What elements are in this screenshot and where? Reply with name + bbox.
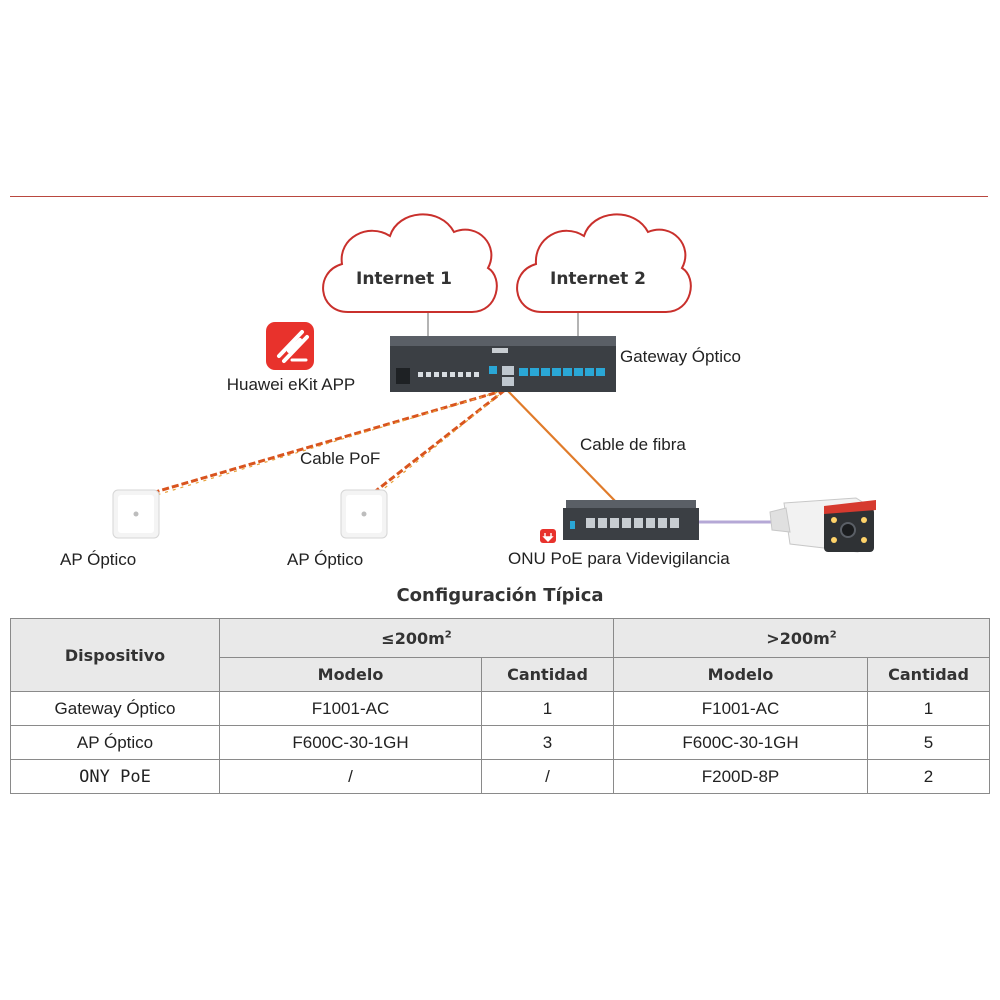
cell-qty-small: 1 xyxy=(480,691,615,726)
power-plug-icon xyxy=(540,529,556,543)
cloud-internet-2-label: Internet 2 xyxy=(550,269,646,289)
ap-mid-label: AP Óptico xyxy=(287,550,363,569)
subheader-model-small: Modelo xyxy=(219,657,482,692)
pof-cable-mid-inner xyxy=(369,389,506,501)
cloud-internet-1-label: Internet 1 xyxy=(356,269,452,289)
cell-qty-large: 5 xyxy=(867,725,991,760)
ap-left-label: AP Óptico xyxy=(60,550,136,569)
header-group-large-base: >200m xyxy=(766,628,830,648)
cloud-internet-2: Internet 2 xyxy=(516,213,692,313)
header-group-small: ≤200m2 xyxy=(218,618,615,658)
header-group-large: >200m2 xyxy=(613,618,991,658)
subheader-model-large: Modelo xyxy=(613,657,869,692)
ap-mid-device xyxy=(340,489,388,539)
cell-model-small: F1001-AC xyxy=(219,691,482,726)
pof-cable-left xyxy=(137,388,506,499)
pof-cable-mid xyxy=(367,388,506,499)
gateway-label: Gateway Óptico xyxy=(620,347,741,366)
config-table: Dispositivo ≤200m2 >200m2 Modelo Cantida… xyxy=(10,618,991,794)
ekit-app-icon xyxy=(266,322,314,370)
cell-device: Gateway Óptico xyxy=(10,691,220,726)
app-label: Huawei eKit APP xyxy=(227,375,356,394)
header-device: Dispositivo xyxy=(10,618,220,692)
gateway-device xyxy=(390,336,616,392)
onu-label: ONU PoE para Videvigilancia xyxy=(508,549,730,568)
cell-device: AP Óptico xyxy=(10,725,220,760)
header-group-large-sup: 2 xyxy=(829,629,837,641)
cell-model-large: F600C-30-1GH xyxy=(613,725,869,760)
bullet-camera xyxy=(769,497,876,553)
cell-qty-large: 1 xyxy=(867,691,991,726)
header-group-small-sup: 2 xyxy=(444,629,452,641)
table-row: ONY PoE / / F200D-8P 2 xyxy=(10,759,991,794)
pof-cable-left-inner xyxy=(139,389,506,501)
cell-qty-large: 2 xyxy=(867,759,991,794)
subheader-qty-large: Cantidad xyxy=(867,657,991,692)
pof-cable-label: Cable PoF xyxy=(300,449,380,468)
onu-device xyxy=(563,500,699,540)
table-row: Gateway Óptico F1001-AC 1 F1001-AC 1 xyxy=(10,691,991,726)
fiber-cable xyxy=(506,389,619,505)
fiber-cable-label: Cable de fibra xyxy=(580,435,686,454)
cell-model-small: F600C-30-1GH xyxy=(219,725,482,760)
table-header-row: Dispositivo ≤200m2 >200m2 xyxy=(10,618,991,692)
config-title: Configuración Típica xyxy=(396,585,604,606)
header-group-small-base: ≤200m xyxy=(381,628,445,648)
ap-left-device xyxy=(112,489,160,539)
cell-model-large: F200D-8P xyxy=(613,759,869,794)
top-divider xyxy=(10,196,988,197)
cell-qty-small: / xyxy=(480,759,615,794)
table-row: AP Óptico F600C-30-1GH 3 F600C-30-1GH 5 xyxy=(10,725,991,760)
cell-qty-small: 3 xyxy=(480,725,615,760)
cell-model-large: F1001-AC xyxy=(613,691,869,726)
cell-model-small: / xyxy=(219,759,482,794)
network-diagram: Internet 1 Internet 2 Huawei eKit APP xyxy=(60,213,876,569)
subheader-qty-small: Cantidad xyxy=(480,657,615,692)
cloud-internet-1: Internet 1 xyxy=(322,213,498,313)
cell-device: ONY PoE xyxy=(10,759,220,794)
